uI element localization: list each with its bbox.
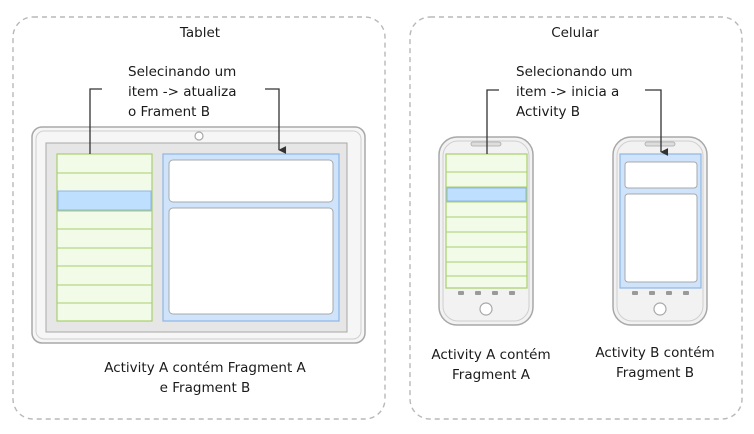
tablet-callout-text: Selecinando um item -> atualiza o Framen…: [128, 64, 237, 120]
phone-b-home-button-icon: [653, 302, 667, 316]
phone-a-selected-list-item: [446, 187, 527, 202]
phone-a-screen: [445, 153, 528, 289]
phone-a-device: [438, 136, 534, 326]
phone-title: Celular: [551, 25, 599, 41]
phone-a-home-button-icon: [479, 302, 493, 316]
tablet-caption: Activity A contém Fragment A e Fragment …: [104, 360, 306, 396]
phone-a-nav-icons: [458, 291, 515, 295]
tablet-group-frame: [12, 16, 386, 420]
phone-arrow-from-list: [486, 89, 499, 154]
tablet-title: Tablet: [179, 25, 221, 41]
tablet-arrow-from-list: [89, 88, 102, 154]
tablet-arrow-to-fragment-b: [265, 88, 287, 154]
phone-b-nav-icons: [632, 291, 689, 295]
phone-callout-text: Selecionando um item -> inicia a Activit…: [516, 64, 633, 120]
tablet-camera-icon: [194, 131, 204, 141]
phone-group-frame: [409, 16, 743, 420]
phone-arrow-to-activity-b: [645, 89, 669, 156]
tablet-selected-list-item: [57, 190, 152, 211]
phone-a-caption: Activity A contém Fragment A: [431, 347, 551, 383]
phone-b-caption: Activity B contém Fragment B: [595, 345, 715, 381]
tablet-fragment-a: [56, 153, 153, 322]
phone-b-device: [612, 136, 708, 326]
tablet-fragment-b: [162, 153, 340, 322]
